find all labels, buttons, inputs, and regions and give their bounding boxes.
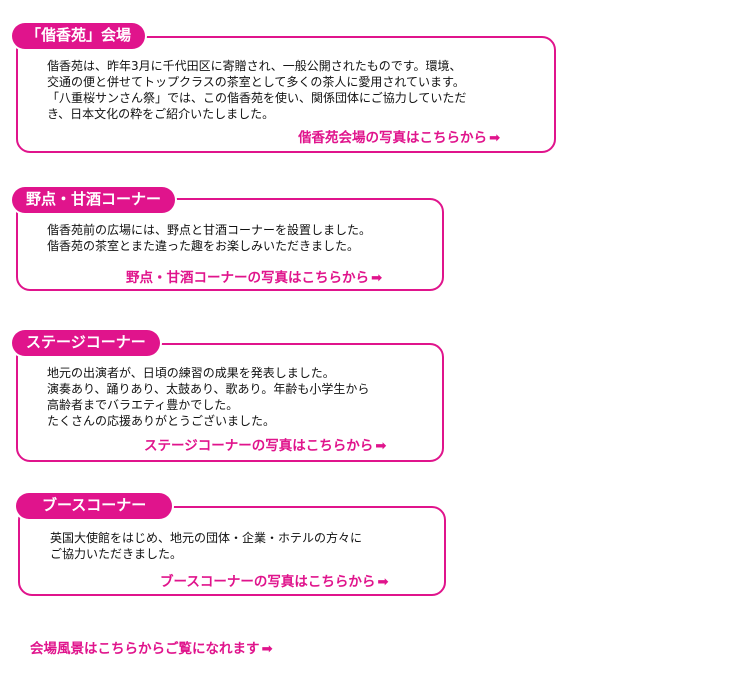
nodate-amazake-photos-link[interactable]: 野点・甘酒コーナーの写真はこちらから➡	[126, 266, 382, 286]
description-line: 地元の出演者が、日頃の練習の成果を発表しました。	[47, 366, 335, 380]
section-tab-nodate-amazake: 野点・甘酒コーナー	[12, 187, 176, 213]
description-line: 偕香苑は、昨年3月に千代田区に寄贈され、一般公開されたものです。環境、	[47, 59, 462, 73]
section-tab-kaikoen: 「偕香苑」会場	[12, 23, 146, 49]
venue-scenery-link[interactable]: 会場風景はこちらからご覧になれます➡	[30, 637, 273, 657]
section-box	[16, 36, 556, 153]
section-description: 英国大使館をはじめ、地元の団体・企業・ホテルの方々に ご協力いただきました。	[50, 530, 362, 562]
link-label: 野点・甘酒コーナーの写真はこちらから	[126, 270, 369, 286]
section-box	[16, 343, 444, 462]
description-line: たくさんの応援ありがとうございました。	[47, 414, 276, 428]
section-description: 地元の出演者が、日頃の練習の成果を発表しました。 演奏あり、踊りあり、太鼓あり、…	[47, 365, 369, 429]
description-line: ご協力いただきました。	[50, 547, 183, 561]
kaikoen-photos-link[interactable]: 偕香苑会場の写真はこちらから➡	[298, 126, 500, 146]
section-tab-booth: ブースコーナー	[16, 493, 173, 519]
section-box	[16, 198, 444, 291]
stage-photos-link[interactable]: ステージコーナーの写真はこちらから➡	[144, 434, 387, 454]
section-description: 偕香苑前の広場には、野点と甘酒コーナーを設置しました。 偕香苑の茶室とまた違った…	[47, 222, 371, 254]
description-line: 偕香苑前の広場には、野点と甘酒コーナーを設置しました。	[47, 223, 372, 237]
link-label: 会場風景はこちらからご覧になれます	[30, 641, 260, 657]
arrow-right-icon: ➡	[371, 270, 383, 286]
description-line: き、日本文化の粋をご紹介いたしました。	[47, 107, 275, 121]
section-tab-stage: ステージコーナー	[12, 330, 160, 356]
arrow-right-icon: ➡	[489, 130, 501, 146]
description-line: 英国大使館をはじめ、地元の団体・企業・ホテルの方々に	[50, 531, 363, 545]
arrow-right-icon: ➡	[377, 574, 389, 590]
link-label: ブースコーナーの写真はこちらから	[160, 574, 376, 590]
booth-photos-link[interactable]: ブースコーナーの写真はこちらから➡	[160, 570, 389, 590]
description-line: 交通の便と併せてトップクラスの茶室として多くの茶人に愛用されています。	[47, 75, 465, 89]
description-line: 偕香苑の茶室とまた違った趣をお楽しみいただきました。	[47, 239, 360, 253]
link-label: 偕香苑会場の写真はこちらから	[298, 130, 487, 146]
description-line: 「八重桜サンさん祭」では、この偕香苑を使い、関係団体にご協力していただ	[47, 91, 467, 105]
arrow-right-icon: ➡	[375, 438, 387, 454]
description-line: 演奏あり、踊りあり、太鼓あり、歌あり。年齢も小学生から	[47, 382, 370, 396]
description-line: 高齢者までバラエティ豊かでした。	[47, 398, 239, 412]
arrow-right-icon: ➡	[261, 641, 273, 657]
section-box	[18, 506, 446, 596]
link-label: ステージコーナーの写真はこちらから	[144, 438, 374, 454]
section-description: 偕香苑は、昨年3月に千代田区に寄贈され、一般公開されたものです。環境、 交通の便…	[47, 58, 466, 122]
